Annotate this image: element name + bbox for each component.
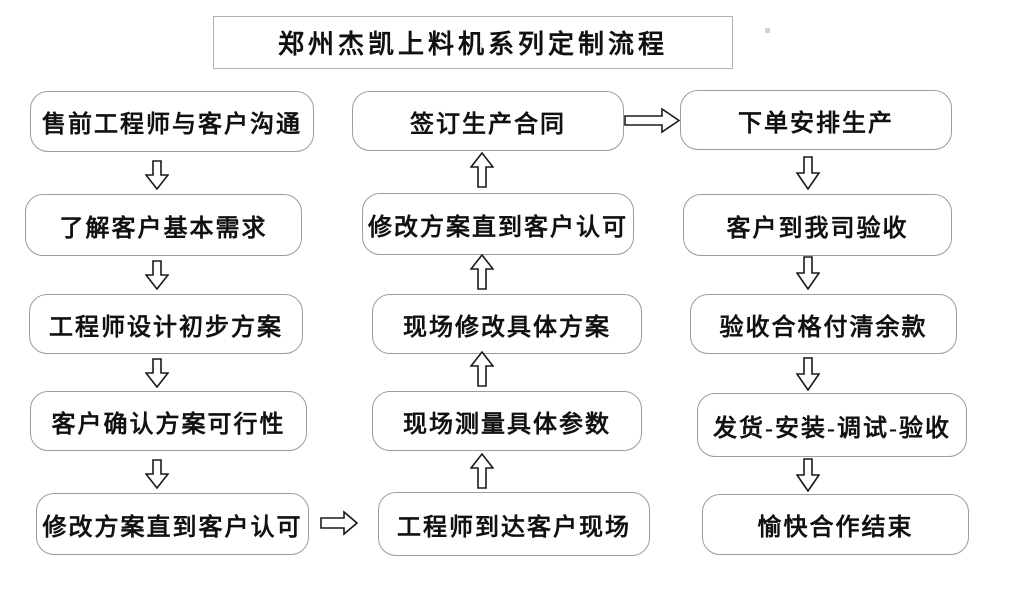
arrow-up-icon-mid-4 — [470, 453, 494, 489]
node-place-order-production: 下单安排生产 — [680, 90, 952, 150]
arrow-down-icon-left-4 — [145, 459, 169, 489]
arrow-down-icon-left-1 — [145, 160, 169, 190]
node-revise-until-approved-left: 修改方案直到客户认可 — [36, 493, 309, 555]
node-engineer-arrives-onsite: 工程师到达客户现场 — [378, 492, 650, 556]
arrow-down-icon-left-3 — [145, 358, 169, 388]
node-presales-communication: 售前工程师与客户沟通 — [30, 91, 314, 152]
arrow-up-icon-mid-1 — [470, 152, 494, 188]
node-sign-production-contract: 签订生产合同 — [352, 91, 624, 151]
node-onsite-modify-plan: 现场修改具体方案 — [372, 294, 642, 354]
arrow-down-icon-right-3 — [796, 357, 820, 391]
node-customer-acceptance-visit: 客户到我司验收 — [683, 194, 952, 256]
node-pay-remaining-balance: 验收合格付清余款 — [690, 294, 957, 354]
arrow-down-icon-left-2 — [145, 260, 169, 290]
stray-dot-mark — [765, 28, 770, 33]
node-onsite-measure-parameters: 现场测量具体参数 — [372, 391, 642, 451]
node-customer-confirm-feasibility: 客户确认方案可行性 — [30, 391, 307, 451]
arrow-right-icon-approved-to-onsite — [320, 510, 358, 536]
arrow-down-icon-right-4 — [796, 458, 820, 492]
flow-title: 郑州杰凯上料机系列定制流程 — [213, 16, 733, 69]
node-ship-install-debug-accept: 发货-安装-调试-验收 — [697, 393, 967, 457]
arrow-up-icon-mid-3 — [470, 351, 494, 387]
arrow-down-icon-right-2 — [796, 256, 820, 290]
node-revise-until-approved-mid: 修改方案直到客户认可 — [362, 193, 634, 255]
node-engineer-preliminary-design: 工程师设计初步方案 — [29, 294, 303, 354]
node-understand-basic-needs: 了解客户基本需求 — [25, 194, 302, 256]
node-happy-cooperation-end: 愉快合作结束 — [702, 494, 969, 555]
arrow-down-icon-right-1 — [796, 156, 820, 190]
arrow-up-icon-mid-2 — [470, 254, 494, 290]
arrow-right-icon-contract-to-order — [624, 107, 680, 134]
